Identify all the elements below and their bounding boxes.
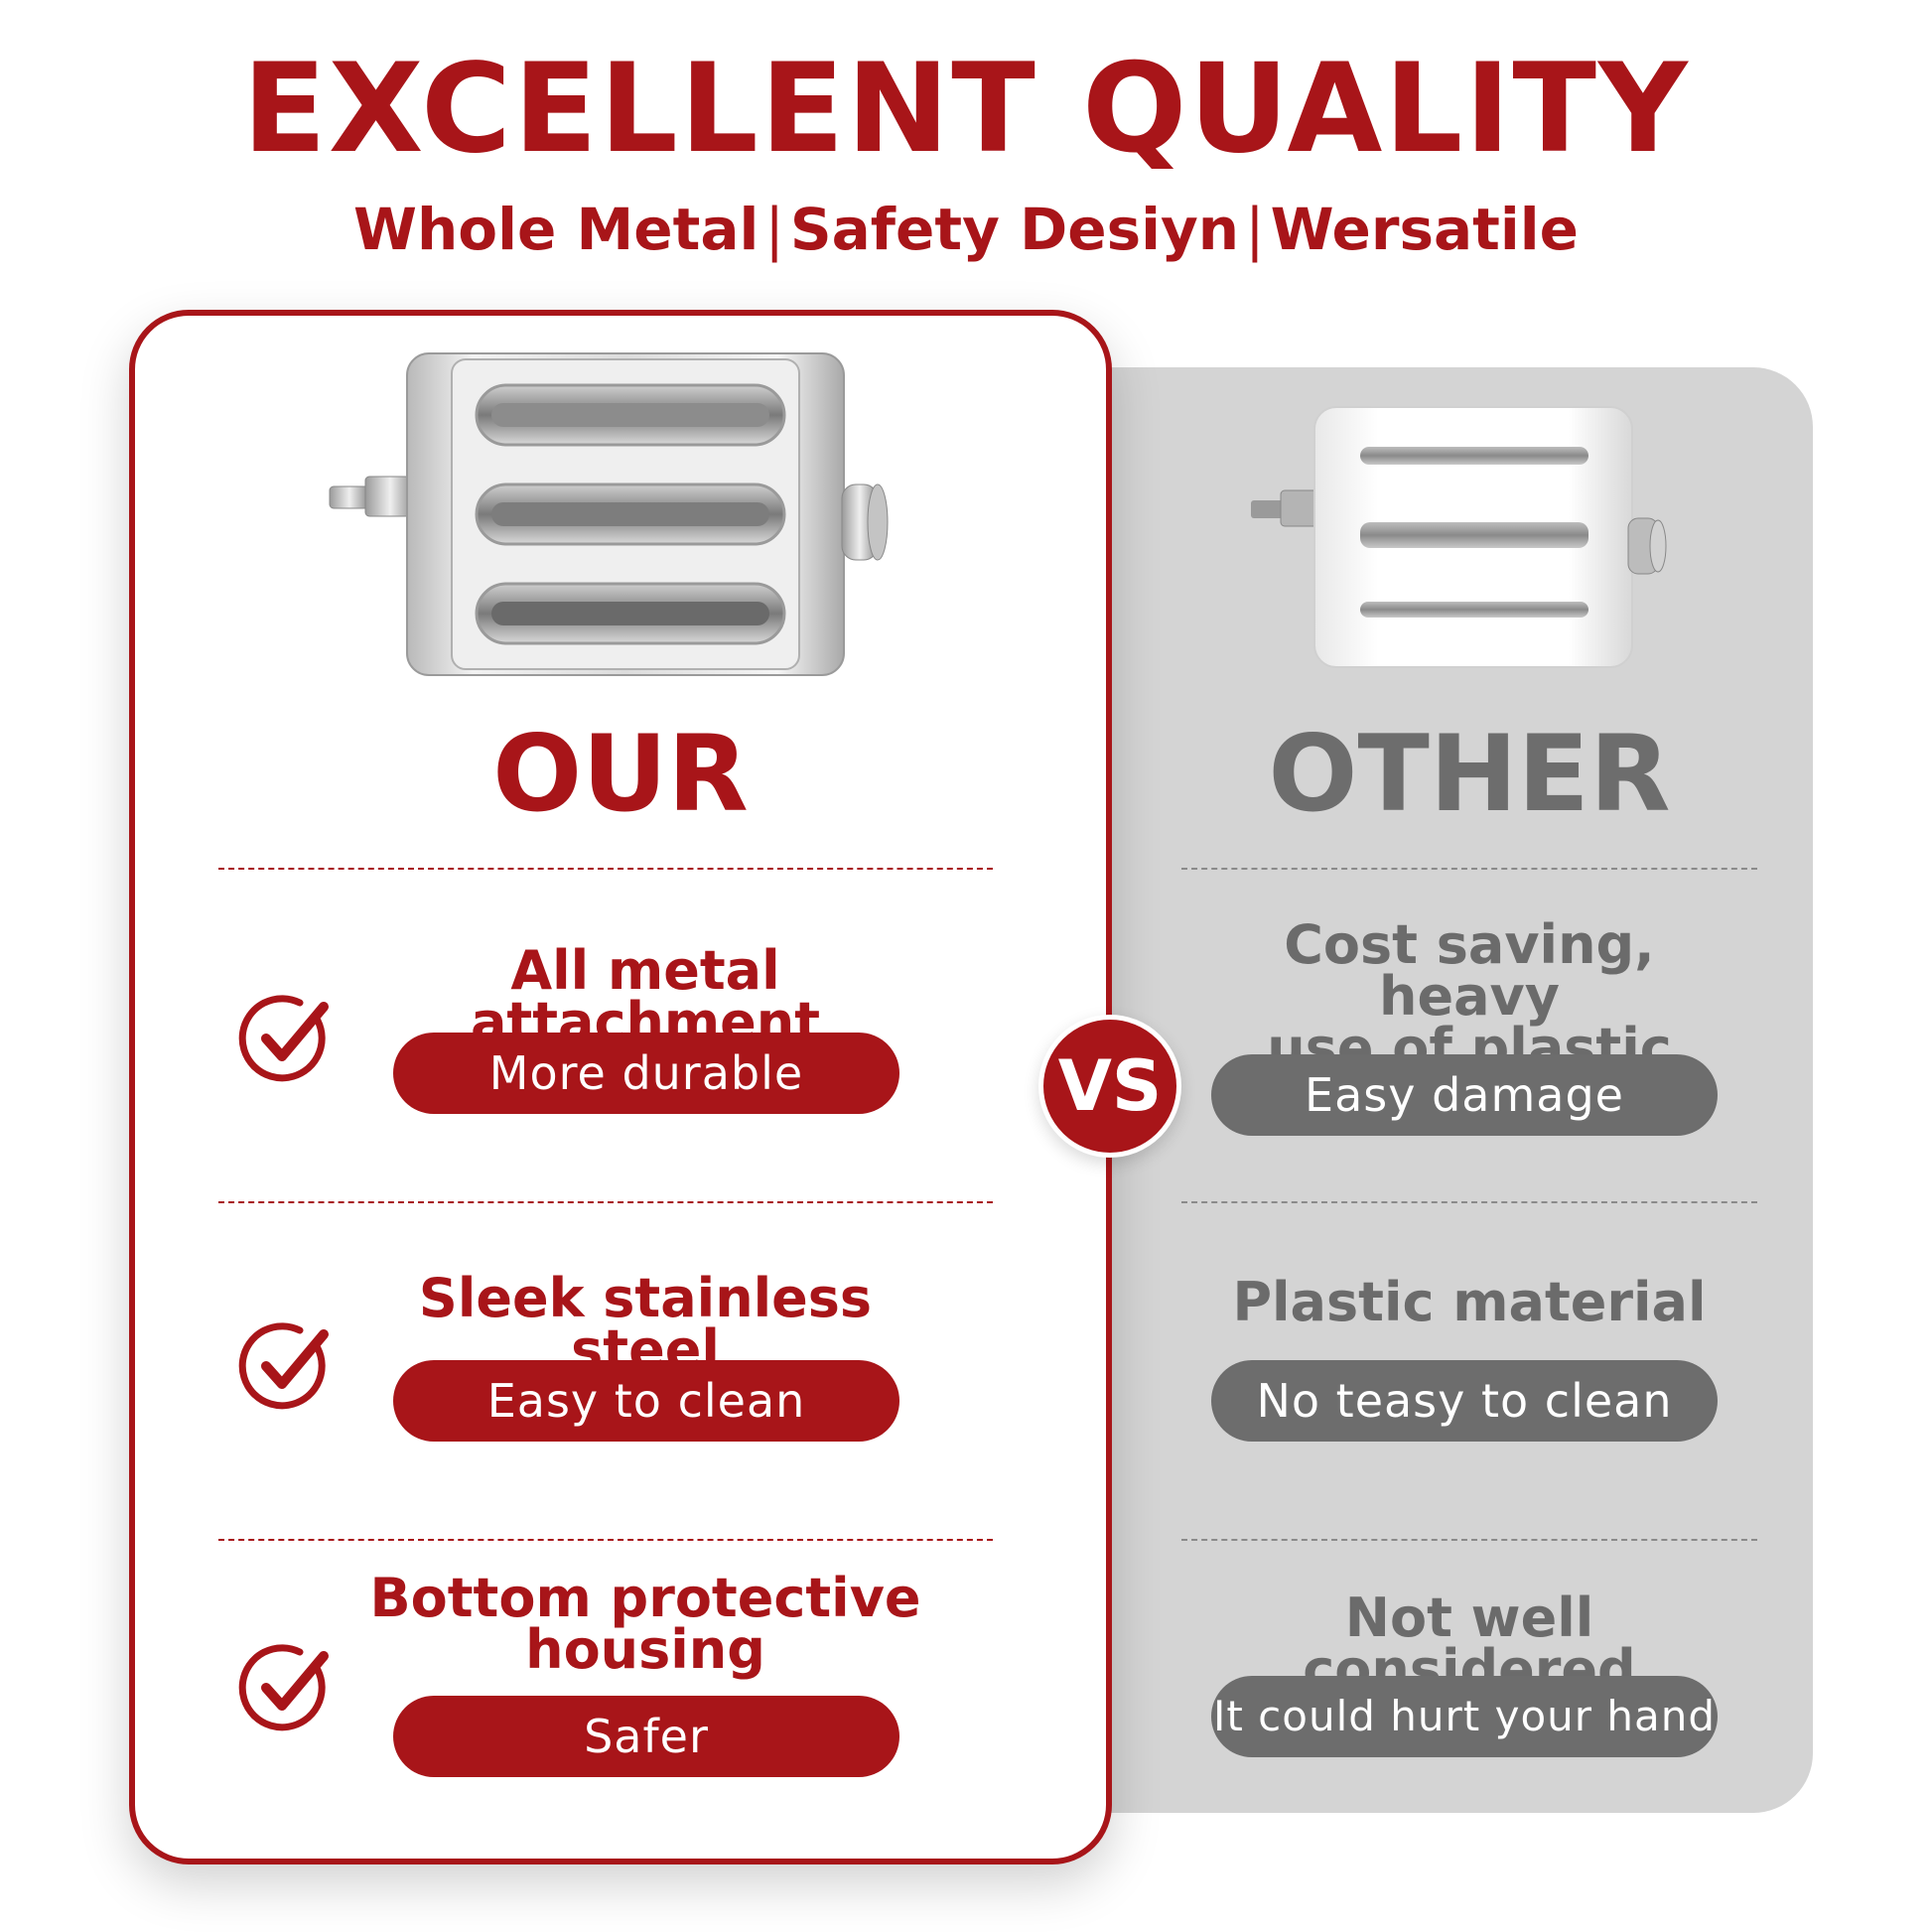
our-divider [218, 1201, 993, 1203]
stainless-pasta-roller-image [329, 352, 889, 676]
our-feature-title: Bottom protective housing [347, 1567, 943, 1681]
page-subtitle: Whole Metal|Safety Desiyn|Wersatile [0, 195, 1932, 264]
our-label: OUR [492, 713, 749, 835]
other-feature-badge: It could hurt your hand [1211, 1676, 1718, 1757]
our-divider [218, 1539, 993, 1541]
circle-check-icon [238, 1322, 329, 1410]
other-feature-title: Plastic material [1232, 1271, 1707, 1333]
other-feature-title-line: Cost saving, heavy [1284, 913, 1655, 1028]
circle-check-icon [238, 1644, 329, 1731]
plastic-pasta-roller-image [1251, 406, 1667, 668]
other-divider [1181, 868, 1757, 870]
other-divider [1181, 1539, 1757, 1541]
circle-check-icon [238, 995, 329, 1082]
subtitle-safety-design: Safety Desiyn [789, 196, 1240, 263]
our-feature-badge: More durable [393, 1033, 899, 1114]
other-label: OTHER [1268, 713, 1671, 835]
our-feature-title-line: housing [525, 1618, 765, 1681]
our-feature-badge: Safer [393, 1696, 899, 1777]
our-feature-badge: Easy to clean [393, 1360, 899, 1442]
subtitle-separator: | [1245, 196, 1265, 263]
subtitle-whole-metal: Whole Metal [353, 196, 759, 263]
other-feature-title: Cost saving, heavy use of plastic [1186, 913, 1752, 1075]
our-feature-title: Sleek stainless steel [418, 1267, 873, 1381]
other-feature-badge: Easy damage [1211, 1054, 1718, 1136]
our-feature-title-line: Bottom protective [369, 1567, 921, 1629]
other-feature-badge: No teasy to clean [1211, 1360, 1718, 1442]
subtitle-versatile: Wersatile [1270, 196, 1579, 263]
our-divider [218, 868, 993, 870]
other-divider [1181, 1201, 1757, 1203]
vs-badge: VS [1038, 1015, 1181, 1158]
page-title: EXCELLENT QUALITY [242, 38, 1690, 181]
subtitle-separator: | [764, 196, 784, 263]
